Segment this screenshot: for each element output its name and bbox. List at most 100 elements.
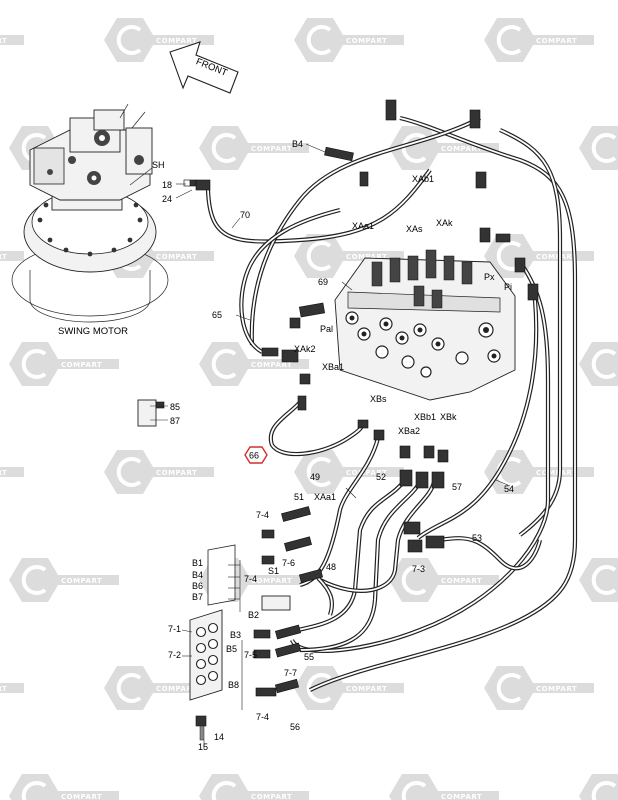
watermark-text: COMPART [0, 37, 7, 45]
fittings [137, 99, 539, 741]
hexagon-c-watermark-icon [102, 664, 158, 712]
watermark-text: COMPART [441, 577, 482, 585]
label-b4: B4 [192, 570, 203, 580]
watermark-text: COMPART [346, 469, 387, 477]
label-49: 49 [310, 472, 320, 482]
hexagon-c-watermark-icon [482, 16, 538, 64]
hexagon-c-watermark-icon [577, 124, 618, 172]
watermark-layer: COMPART COMPART COMPART COMPART COMPART COMPA… [0, 16, 618, 800]
label-xbb1: XBb1 [414, 412, 436, 422]
watermark-tile: COMPART [0, 467, 24, 477]
label-14: 14 [214, 732, 224, 742]
label-7-4c: 7-4 [256, 712, 269, 722]
front-arrow-icon: FRONT [169, 41, 239, 94]
label-pi: Pi [504, 282, 512, 292]
watermark-text: COMPART [0, 685, 7, 693]
watermark-text: COMPART [61, 577, 102, 585]
watermark-tile: COMPART [197, 340, 309, 388]
label-18: 18 [162, 180, 172, 190]
label-b7: B7 [192, 592, 203, 602]
watermark-text: COMPART [346, 37, 387, 45]
label-xaa1-bottom: XAa1 [314, 492, 336, 502]
watermark-tile: COMPART [0, 251, 24, 261]
label-7-1: 7-1 [168, 624, 181, 634]
label-55: 55 [304, 652, 314, 662]
label-52: 52 [376, 472, 386, 482]
label-24: 24 [162, 194, 172, 204]
label-b8: B8 [228, 680, 239, 690]
label-54: 54 [504, 484, 514, 494]
label-51: 51 [294, 492, 304, 502]
watermark-text: COMPART [251, 793, 292, 800]
watermark-tile: COMPART [387, 124, 499, 172]
hexagon-c-watermark-icon [197, 340, 253, 388]
label-7-2: 7-2 [168, 650, 181, 660]
watermark-tile: COMPART [482, 664, 594, 712]
part-labels: SH 18 24 70 B4 XAa1 XAb1 XAs XAk 69 Px P… [152, 139, 514, 752]
label-7-5: 7-5 [244, 650, 257, 660]
watermark-text: COMPART [441, 793, 482, 800]
watermark-tile: COMPART [0, 683, 24, 693]
label-b5: B5 [226, 644, 237, 654]
hexagon-c-watermark-icon [482, 664, 538, 712]
watermark-tile: COMPART [482, 16, 594, 64]
label-xaa1-top: XAa1 [352, 221, 374, 231]
label-xba1: XBa1 [322, 362, 344, 372]
label-48: 48 [326, 562, 336, 572]
label-b6: B6 [192, 581, 203, 591]
label-b4-top: B4 [292, 139, 303, 149]
hexagon-c-watermark-icon [387, 772, 443, 800]
label-b3: B3 [230, 630, 241, 640]
hexagon-c-watermark-icon [7, 556, 63, 604]
label-xbk: XBk [440, 412, 457, 422]
label-xak: XAk [436, 218, 453, 228]
label-b2: B2 [248, 610, 259, 620]
watermark-text: COMPART [251, 145, 292, 153]
watermark-tile: COMPART [292, 448, 404, 496]
watermark-text: COMPART [61, 793, 102, 800]
hexagon-c-watermark-icon [292, 664, 348, 712]
label-7-3: 7-3 [412, 564, 425, 574]
swing-motor-drawing: SWING MOTOR [11, 103, 169, 337]
leader-lines [129, 143, 511, 748]
watermark-text: COMPART [156, 253, 197, 261]
watermark-tile: COMPART [292, 664, 404, 712]
hexagon-c-watermark-icon [577, 772, 618, 800]
swing-motor-label: SWING MOTOR [58, 326, 128, 337]
part-66-highlight[interactable] [244, 446, 268, 464]
label-7-6: 7-6 [282, 558, 295, 568]
hexagon-c-watermark-icon [102, 16, 158, 64]
watermark-text: COMPART [536, 37, 577, 45]
hexagon-c-watermark-icon [577, 556, 618, 604]
hoses [205, 115, 578, 692]
part-66-label[interactable]: 66 [249, 451, 259, 461]
label-69: 69 [318, 277, 328, 287]
label-53: 53 [472, 533, 482, 543]
label-7-4a: 7-4 [256, 510, 269, 520]
watermark-tile: COMPART [292, 232, 404, 280]
watermark-tile: COMPART [102, 664, 214, 712]
hexagon-c-watermark-icon [102, 448, 158, 496]
watermark-text: COMPART [441, 145, 482, 153]
watermark-tile: COMPART [577, 556, 618, 604]
watermark-tile: COMPART [102, 16, 214, 64]
label-xba2: XBa2 [398, 426, 420, 436]
watermark-tile: COMPART [577, 340, 618, 388]
label-87: 87 [170, 416, 180, 426]
label-57: 57 [452, 482, 462, 492]
watermark-text: COMPART [156, 37, 197, 45]
hexagon-c-watermark-icon [7, 772, 63, 800]
watermark-tile: COMPART [102, 232, 214, 280]
watermark-tile: COMPART [577, 772, 618, 800]
watermark-text: COMPART [156, 685, 197, 693]
watermark-text: COMPART [536, 253, 577, 261]
label-15: 15 [198, 742, 208, 752]
label-65: 65 [212, 310, 222, 320]
watermark-text: COMPART [156, 469, 197, 477]
watermark-tile: COMPART [292, 16, 404, 64]
label-sh: SH [152, 160, 165, 170]
hexagon-c-watermark-icon [197, 772, 253, 800]
watermark-tile: COMPART [7, 340, 119, 388]
